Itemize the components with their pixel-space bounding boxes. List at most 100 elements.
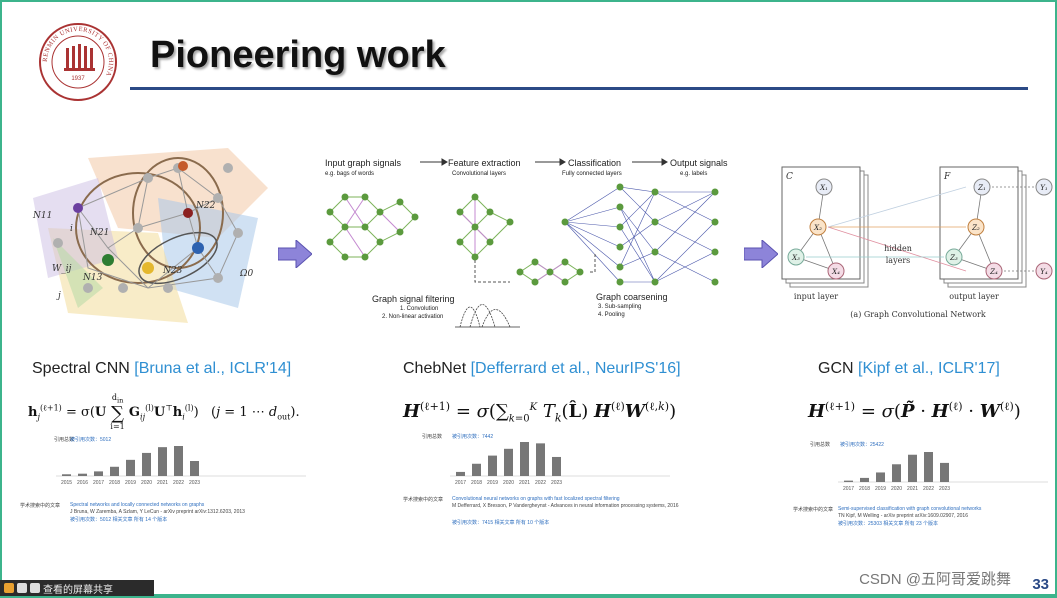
coarsening-step3: 3. Sub-sampling [598,304,641,310]
cite-count-label: 引用总数 [810,442,831,448]
frame-bottom [0,594,1057,598]
paper-authors: M Defferrard, X Bresson, P Vandergheynst… [452,503,679,509]
paper-title-link[interactable]: Semi-supervised classification with grap… [838,506,982,512]
histogram-bar[interactable] [94,471,103,476]
formula-chebnet: H(ℓ+1) = σ(∑k=0K Tk(L̂) H(ℓ)W(ℓ,k)) [403,400,677,425]
paper-authors: TN Kipf, M Welling - arXiv preprint arXi… [838,513,968,519]
svg-text:Z₂: Z₂ [971,224,980,232]
histogram-year-label: 2015 [61,480,72,486]
histogram-year-label: 2019 [487,480,498,486]
frame-right [1055,0,1057,598]
citation-link[interactable]: [Defferrard et al., NeurIPS'16] [470,360,681,377]
output-signals-sub: e.g. labels [680,171,707,177]
paper-stats[interactable]: 被引用次数：25303 相关文章 所有 23 个版本 [838,521,939,527]
histogram-bar[interactable] [876,472,885,482]
screen-share-bar[interactable]: 查看的屏幕共享 [0,580,154,596]
paper-stats[interactable]: 被引用次数：7415 相关文章 所有 10 个版本 [452,520,550,526]
histogram-year-label: 2017 [843,486,854,492]
histogram-bar[interactable] [860,477,869,482]
feature-extraction-title: Feature extraction [448,158,521,168]
paper-authors: J Bruna, W Zaremba, A Szlam, Y LeCun - a… [70,509,245,515]
section-name: GCN [818,360,854,377]
svg-text:X₃: X₃ [791,254,800,262]
paper-title-link[interactable]: Convolutional neural networks on graphs … [452,496,620,502]
svg-text:Y₁: Y₁ [1040,184,1048,192]
svg-text:X₄: X₄ [831,268,840,276]
histogram-bar[interactable] [908,454,917,482]
svg-text:X₁: X₁ [819,184,828,192]
cited-by-link[interactable]: 被引用次数：7442 [452,434,494,440]
monitor-icon [17,583,27,593]
gcn-caption: (a) Graph Convolutional Network [850,310,986,319]
label-j: j [56,291,61,301]
chebnet-pipeline-figure: Input graph signals e.g. bags of words F… [325,158,728,328]
logo-year: 1937 [71,76,85,82]
section-name: ChebNet [403,360,467,377]
user-icon [4,583,14,593]
label-omega0: Ω0 [239,269,253,279]
histogram-year-label: 2021 [907,486,918,492]
paper-title-link[interactable]: Spectral networks and locally connected … [70,502,205,508]
histogram-bar[interactable] [190,461,199,476]
citation-link[interactable]: [Bruna et al., ICLR'14] [134,360,292,377]
page-title: Pioneering work [150,34,446,76]
university-logo: RENMIN UNIVERSITY OF CHINA 1937 [39,23,117,101]
label-wij: W_ij [52,264,72,274]
cited-by-link[interactable]: 被引用次数：5012 [70,437,112,443]
title-rule [130,87,1028,90]
frame-left [0,0,2,598]
output-signals-title: Output signals [670,158,728,168]
label-n23: N23 [162,266,183,276]
section-spectral-cnn: Spectral CNN [Bruna et al., ICLR'14] [32,360,291,378]
histogram-year-label: 2020 [891,486,902,492]
histogram-year-label: 2016 [77,480,88,486]
histogram-bar[interactable] [126,459,135,476]
input-signals-title: Input graph signals [325,158,402,168]
formula-gcn: H(ℓ+1) = σ(P̃ · H(ℓ) · W(ℓ)) [808,400,1021,422]
histogram-bar[interactable] [892,464,901,482]
histogram-bar[interactable] [536,443,545,476]
histogram-year-label: 2022 [173,480,184,486]
histogram-bar[interactable] [552,456,561,476]
histogram-year-label: 2019 [125,480,136,486]
histogram-year-label: 2020 [503,480,514,486]
histogram-year-label: 2018 [859,486,870,492]
histogram-bar[interactable] [158,447,167,476]
histogram-bar[interactable] [488,455,497,476]
scholar-label: 学术搜索中的文章 [793,507,834,513]
svg-text:Z₁: Z₁ [977,184,986,192]
citation-link[interactable]: [Kipf et al., ICLR'17] [858,360,1000,377]
cite-count-label: 引用总数 [422,434,443,440]
coarsening-title: Graph coarsening [596,292,668,302]
gcn-hidden: hidden [884,244,912,253]
histogram-bar[interactable] [62,474,71,476]
scholar-label: 学术搜索中的文章 [20,503,61,509]
svg-text:Z₄: Z₄ [989,268,998,276]
histogram-bar[interactable] [520,442,529,476]
histogram-bar[interactable] [924,452,933,482]
histogram-bar[interactable] [142,452,151,476]
gcn-architecture-figure: C F X₁ X₂ X₃ X₄ Z₁ Z₂ Z₃ Z₄ Y₁ Y₄ hidden… [781,166,1053,319]
histogram-year-label: 2017 [455,480,466,486]
scholar-label: 学术搜索中的文章 [403,497,444,503]
histogram-bar[interactable] [844,480,853,482]
cited-by-link[interactable]: 被引用次数：25422 [840,442,884,448]
histogram-year-label: 2023 [939,486,950,492]
histogram-year-label: 2022 [535,480,546,486]
csdn-watermark: CSDN @五阿哥爱跳舞 [859,571,1011,588]
paper-stats[interactable]: 被引用次数：5012 相关文章 所有 14 个版本 [70,517,168,523]
histogram-bar[interactable] [456,471,465,476]
filtering-title: Graph signal filtering [372,294,455,304]
histogram-year-label: 2018 [471,480,482,486]
histogram-bar[interactable] [78,473,87,476]
histogram-bar[interactable] [472,463,481,476]
gcn-output-layer: output layer [949,292,999,301]
histogram-bar[interactable] [940,462,949,482]
histogram-year-label: 2020 [141,480,152,486]
histogram-bar[interactable] [174,446,183,476]
gcn-input-layer: input layer [794,292,838,301]
histogram-bar[interactable] [110,466,119,476]
section-name: Spectral CNN [32,360,130,377]
histogram-bar[interactable] [504,448,513,476]
